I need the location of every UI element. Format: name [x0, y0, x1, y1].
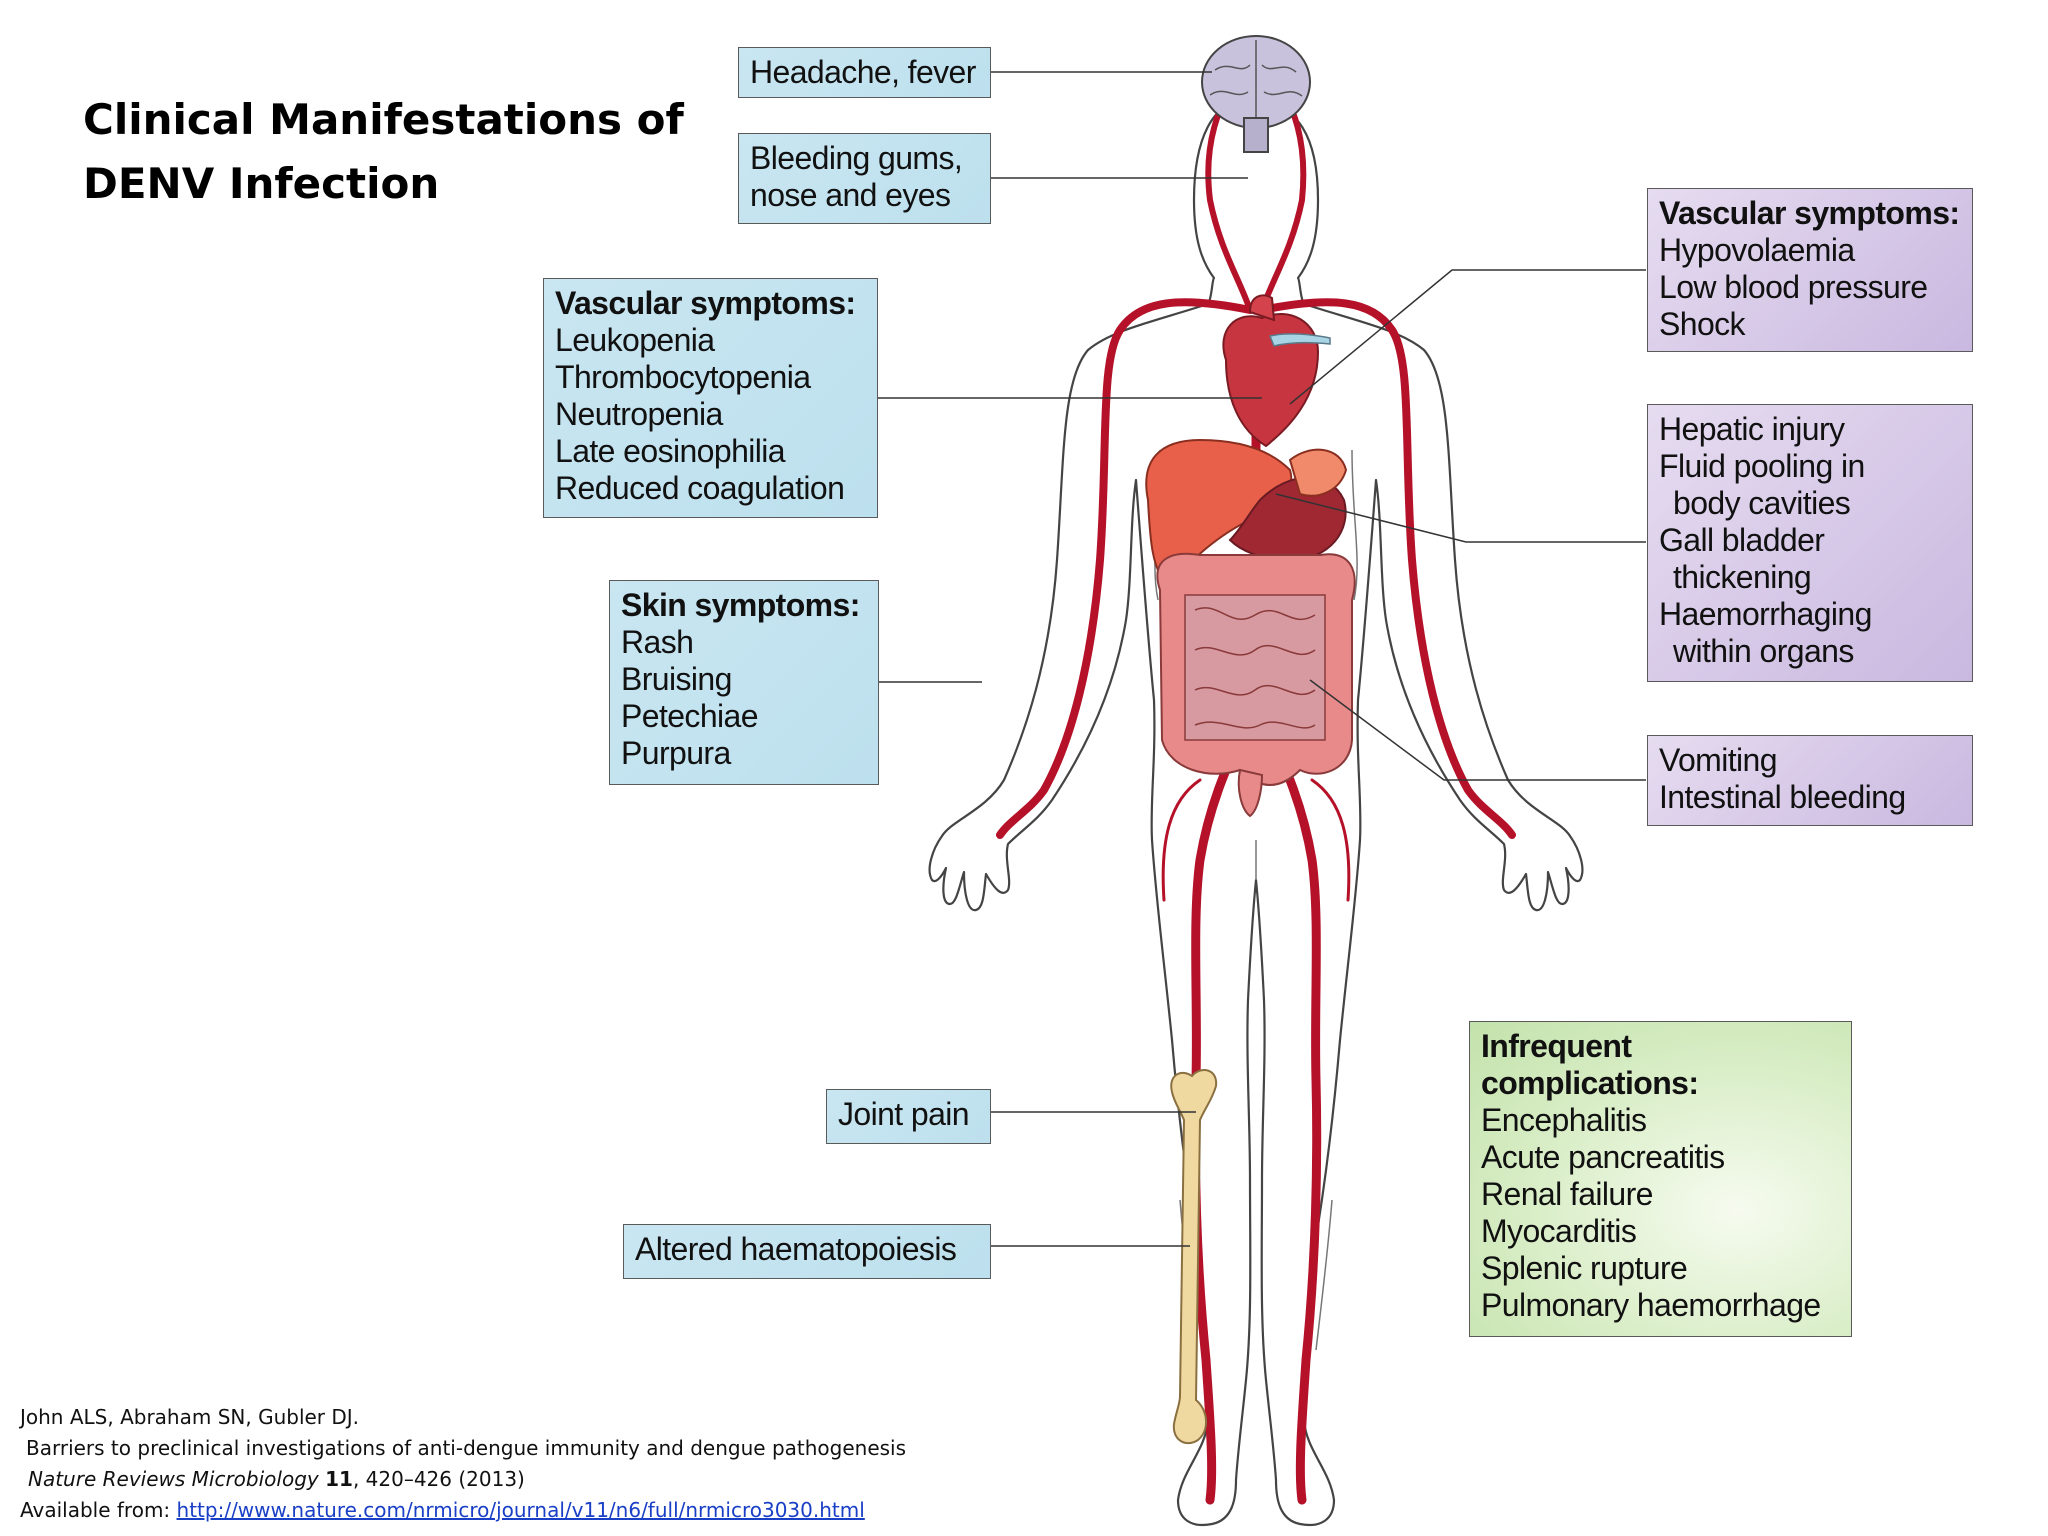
box-line: Thrombocytopenia: [555, 359, 811, 395]
title-line-1: Clinical Manifestations of: [83, 95, 684, 144]
box-line: body cavities: [1673, 485, 1851, 521]
citation-pages: , 420–426 (2013): [352, 1467, 525, 1491]
box-line: Haemorrhaging: [1659, 596, 1872, 632]
citation-volume: 11: [325, 1467, 353, 1491]
citation-authors: John ALS, Abraham SN, Gubler DJ.: [20, 1405, 360, 1429]
page-title: Clinical Manifestations of DENV Infectio…: [83, 88, 684, 216]
citation-article: Barriers to preclinical investigations o…: [26, 1436, 907, 1460]
box-altered-haematopoiesis: Altered haematopoiesis: [623, 1224, 991, 1279]
box-line: Shock: [1659, 306, 1746, 342]
box-skin-symptoms: Skin symptoms: Rash Bruising Petechiae P…: [609, 580, 879, 785]
box-line: Low blood pressure: [1659, 269, 1928, 305]
box-bleeding: Bleeding gums, nose and eyes: [738, 133, 991, 224]
citation-link[interactable]: http://www.nature.com/nrmicro/journal/v1…: [176, 1498, 865, 1522]
box-headache-fever: Headache, fever: [738, 47, 991, 98]
box-line: nose and eyes: [750, 177, 951, 213]
box-line: Neutropenia: [555, 396, 723, 432]
box-vascular-symptoms-left: Vascular symptoms: Leukopenia Thrombocyt…: [543, 278, 878, 518]
box-vascular-symptoms-right: Vascular symptoms: Hypovolaemia Low bloo…: [1647, 188, 1973, 352]
box-line: Pulmonary haemorrhage: [1481, 1287, 1821, 1323]
body-outline: [928, 98, 1584, 1527]
box-line: Late eosinophilia: [555, 433, 786, 469]
citation-journal: Nature Reviews Microbiology: [28, 1467, 319, 1491]
box-line: within organs: [1673, 633, 1854, 669]
box-heading: Vascular symptoms:: [1659, 195, 1960, 231]
box-line: Joint pain: [838, 1096, 970, 1132]
leg-bone: [1170, 1069, 1218, 1445]
citation-journal-line: Nature Reviews Microbiology 11, 420–426 …: [20, 1464, 906, 1495]
title-line-2: DENV Infection: [83, 159, 440, 208]
box-line: Bleeding gums,: [750, 140, 963, 176]
box-joint-pain: Joint pain: [826, 1089, 991, 1144]
box-line: Headache, fever: [750, 54, 976, 90]
box-line: Encephalitis: [1481, 1102, 1647, 1138]
box-line: Fluid pooling in: [1659, 448, 1865, 484]
box-heading: Vascular symptoms:: [555, 285, 856, 321]
brain: [1201, 35, 1311, 153]
box-line: thickening: [1673, 559, 1812, 595]
box-line: Vomiting: [1659, 742, 1778, 778]
box-line: Myocarditis: [1481, 1213, 1637, 1249]
box-line: Hepatic injury: [1659, 411, 1845, 447]
box-line: Altered haematopoiesis: [635, 1231, 957, 1267]
box-line: Hypovolaemia: [1659, 232, 1855, 268]
citation-available-line: Available from: http://www.nature.com/nr…: [20, 1495, 906, 1526]
box-line: Acute pancreatitis: [1481, 1139, 1725, 1175]
box-line: Bruising: [621, 661, 732, 697]
box-line: Gall bladder: [1659, 522, 1825, 558]
citation: John ALS, Abraham SN, Gubler DJ. Barrier…: [20, 1402, 906, 1526]
box-line: Renal failure: [1481, 1176, 1653, 1212]
box-heading: complications:: [1481, 1065, 1699, 1101]
box-line: Splenic rupture: [1481, 1250, 1688, 1286]
box-line: Leukopenia: [555, 322, 715, 358]
box-line: Intestinal bleeding: [1659, 779, 1906, 815]
box-line: Petechiae: [621, 698, 759, 734]
citation-available-label: Available from:: [20, 1498, 177, 1522]
box-vomiting: Vomiting Intestinal bleeding: [1647, 735, 1973, 826]
box-line: Reduced coagulation: [555, 470, 845, 506]
intestines: [1156, 552, 1356, 818]
box-heading: Infrequent: [1481, 1028, 1632, 1064]
box-heading: Skin symptoms:: [621, 587, 860, 623]
box-line: Rash: [621, 624, 694, 660]
box-infrequent-complications: Infrequent complications: Encephalitis A…: [1469, 1021, 1852, 1337]
heart: [1222, 294, 1331, 448]
leader-lines: [876, 71, 1646, 1247]
box-hepatic-injury: Hepatic injury Fluid pooling in body cav…: [1647, 404, 1973, 682]
box-line: Purpura: [621, 735, 731, 771]
